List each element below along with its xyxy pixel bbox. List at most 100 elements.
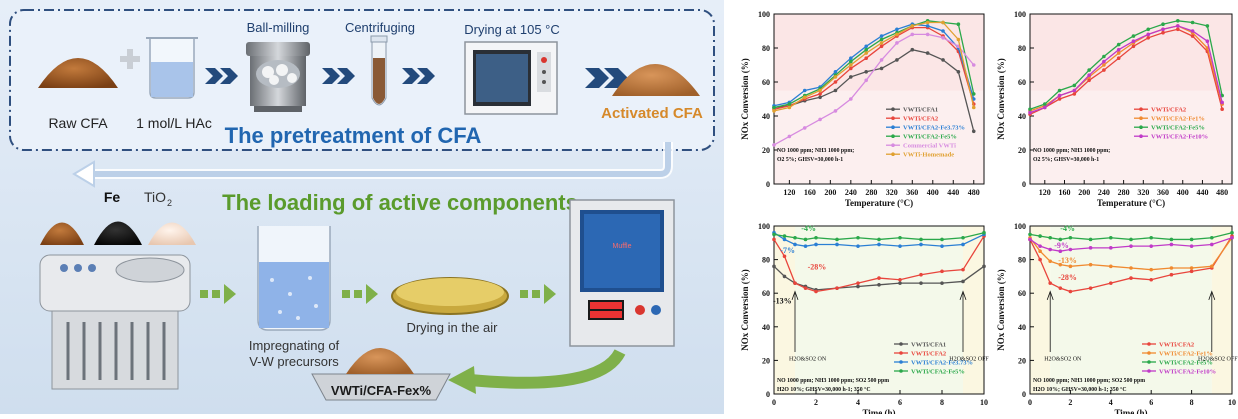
y-tick-label: 100 — [1014, 222, 1026, 231]
data-point — [1169, 242, 1174, 247]
data-point — [1072, 88, 1077, 93]
data-point — [793, 281, 797, 285]
data-point — [818, 88, 822, 93]
data-point — [1189, 244, 1194, 248]
data-point — [1169, 266, 1174, 270]
magnetic-stirrer-icon — [39, 254, 191, 390]
data-point — [1230, 235, 1234, 240]
fe-pile — [94, 221, 142, 245]
region-shade — [1030, 14, 1232, 91]
legend-marker — [891, 134, 895, 138]
data-point — [1048, 247, 1052, 252]
y-tick-label: 20 — [762, 146, 770, 155]
y-tick-label: 40 — [762, 323, 770, 332]
data-point — [919, 237, 923, 242]
legend-entry: VWTi/CFA2-Fe3.73% — [911, 360, 973, 367]
region-shade — [1050, 226, 1212, 394]
data-point — [956, 70, 961, 74]
x-tick-label: 240 — [845, 188, 857, 197]
legend-marker — [899, 360, 903, 364]
legend-marker — [1139, 107, 1143, 111]
data-point — [1131, 34, 1136, 38]
data-point — [879, 34, 884, 38]
legend-entry: VWTi/CFA2 — [903, 116, 938, 123]
data-point — [1058, 237, 1063, 242]
data-point — [833, 88, 838, 93]
data-point — [1057, 93, 1062, 98]
legend-entry: VWTi/CFA2-Fe5% — [903, 134, 957, 141]
data-point — [971, 97, 976, 101]
data-point — [898, 244, 902, 248]
y-tick-label: 0 — [766, 390, 770, 399]
label-fe: Fe — [104, 189, 121, 205]
legend-marker — [1147, 351, 1151, 355]
x-tick-label: 320 — [886, 188, 898, 197]
data-point — [772, 105, 776, 110]
y-axis-label: NOx Conversion (%) — [996, 269, 1006, 351]
data-point — [772, 109, 776, 113]
data-point — [1109, 264, 1113, 269]
legend-entry: VWTi/CFA2 — [1151, 107, 1186, 114]
label-vw-precursors: V-W precursors — [249, 354, 339, 369]
data-point — [1116, 51, 1121, 55]
data-point — [1210, 264, 1214, 269]
data-point — [814, 242, 818, 247]
data-point — [833, 80, 838, 84]
data-point — [941, 58, 945, 62]
cfa-pile-small — [40, 222, 84, 245]
label-ball-milling: Ball-milling — [247, 20, 310, 35]
petri-dish-icon — [391, 277, 509, 315]
data-point — [1161, 27, 1165, 32]
event-label: H2O&SO2 ON — [1044, 356, 1082, 362]
data-point — [910, 32, 915, 37]
x-tick-label: 4 — [856, 398, 860, 407]
data-point — [1058, 262, 1063, 267]
x-axis-label: Temperature (°C) — [1097, 198, 1165, 208]
series-line — [773, 23, 975, 107]
data-point — [787, 134, 792, 139]
data-point — [1068, 264, 1073, 269]
data-point — [919, 281, 923, 285]
product-tray-icon — [311, 348, 451, 401]
data-point — [1028, 237, 1032, 242]
data-point — [1220, 107, 1224, 111]
raw-cfa-pile — [38, 58, 118, 88]
data-point — [1042, 105, 1047, 110]
x-tick-label: 0 — [772, 398, 776, 407]
label-tio2-subscript: 2 — [167, 198, 172, 208]
data-point — [940, 244, 944, 248]
data-point — [864, 44, 868, 49]
x-axis-label: Temperature (°C) — [845, 198, 913, 208]
data-point — [1038, 257, 1042, 262]
data-point — [856, 244, 860, 248]
data-point — [833, 109, 838, 113]
data-point — [1072, 83, 1077, 88]
return-arrow-icon — [72, 142, 673, 188]
y-tick-label: 60 — [762, 289, 770, 298]
region-shade — [1030, 226, 1051, 394]
data-point — [1189, 269, 1194, 274]
data-point — [835, 242, 839, 247]
data-point — [772, 264, 776, 269]
data-point — [895, 41, 899, 45]
data-point — [971, 129, 976, 134]
plot-frame — [1029, 225, 1233, 395]
data-point — [961, 235, 965, 240]
y-tick-label: 60 — [1018, 78, 1026, 87]
data-point — [877, 237, 881, 242]
condition-text: O2 5%; GHSV=30,000 h-1 — [1033, 157, 1099, 163]
curved-arrow-icon — [469, 348, 626, 389]
data-point — [1068, 235, 1073, 240]
data-point — [849, 59, 853, 64]
data-point — [772, 237, 776, 242]
chevron-arrow-icon — [402, 68, 435, 84]
y-tick-label: 80 — [1018, 256, 1026, 265]
beaker-hac-icon — [146, 37, 198, 99]
data-point — [1205, 39, 1210, 43]
y-tick-label: 100 — [1014, 10, 1026, 19]
legend-marker — [1147, 342, 1151, 346]
data-point — [864, 51, 868, 55]
data-point — [1028, 232, 1032, 237]
y-tick-label: 80 — [1018, 44, 1026, 53]
